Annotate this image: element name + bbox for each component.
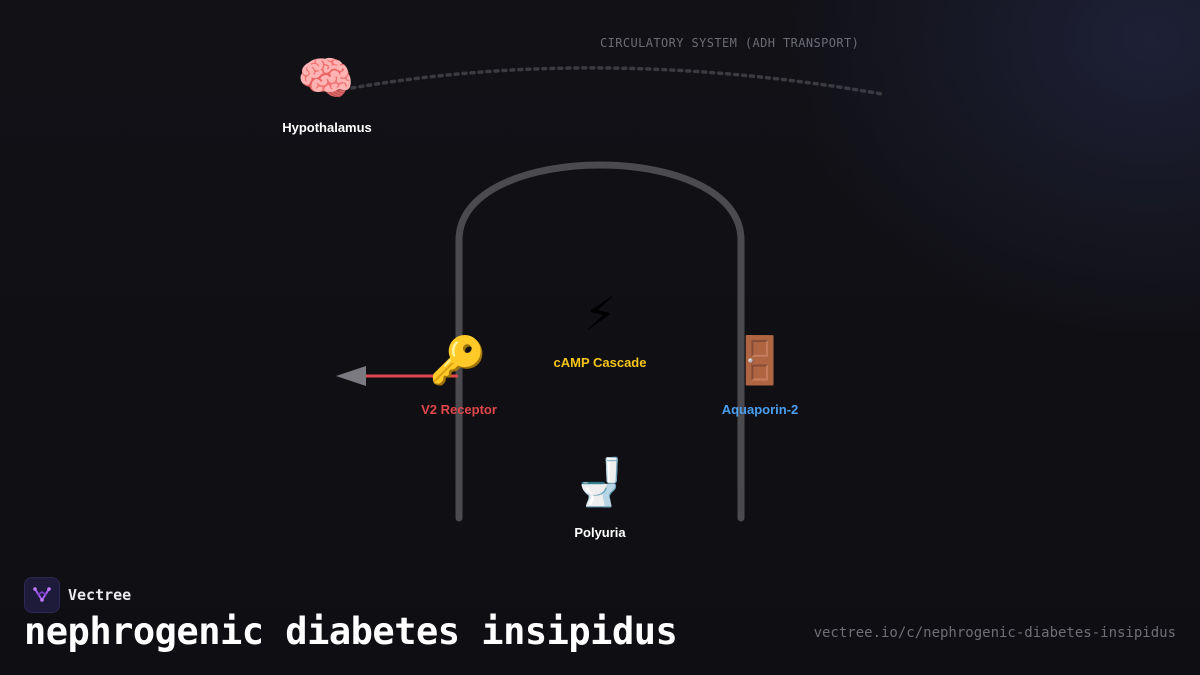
- nephron-tubule: [455, 161, 745, 522]
- aquaporin-2-label: Aquaporin-2: [721, 402, 799, 417]
- key-icon: 🔑: [429, 333, 487, 387]
- page-title: nephrogenic diabetes insipidus: [24, 610, 678, 653]
- lightning-icon: ⚡: [583, 287, 617, 341]
- brain-icon: 🧠: [297, 51, 355, 105]
- page-url-link[interactable]: vectree.io/c/nephrogenic-diabetes-insipi…: [813, 625, 1176, 641]
- circulation-label: CIRCULATORY SYSTEM (ADH TRANSPORT): [600, 36, 860, 50]
- door-icon: 🚪: [731, 333, 789, 387]
- circulation-path: [350, 66, 884, 96]
- polyuria-label: Polyuria: [574, 525, 626, 540]
- v2-receptor-label: V2 Receptor: [421, 402, 497, 417]
- hypothalamus-label: Hypothalamus: [282, 120, 372, 135]
- toilet-icon: 🚽: [571, 455, 629, 509]
- vectree-logo-icon: [24, 577, 60, 613]
- blocked-signal-arrowhead: [336, 366, 366, 386]
- brand-name: Vectree: [68, 586, 132, 604]
- brand[interactable]: Vectree: [24, 577, 131, 613]
- camp-cascade-label: cAMP Cascade: [553, 355, 647, 370]
